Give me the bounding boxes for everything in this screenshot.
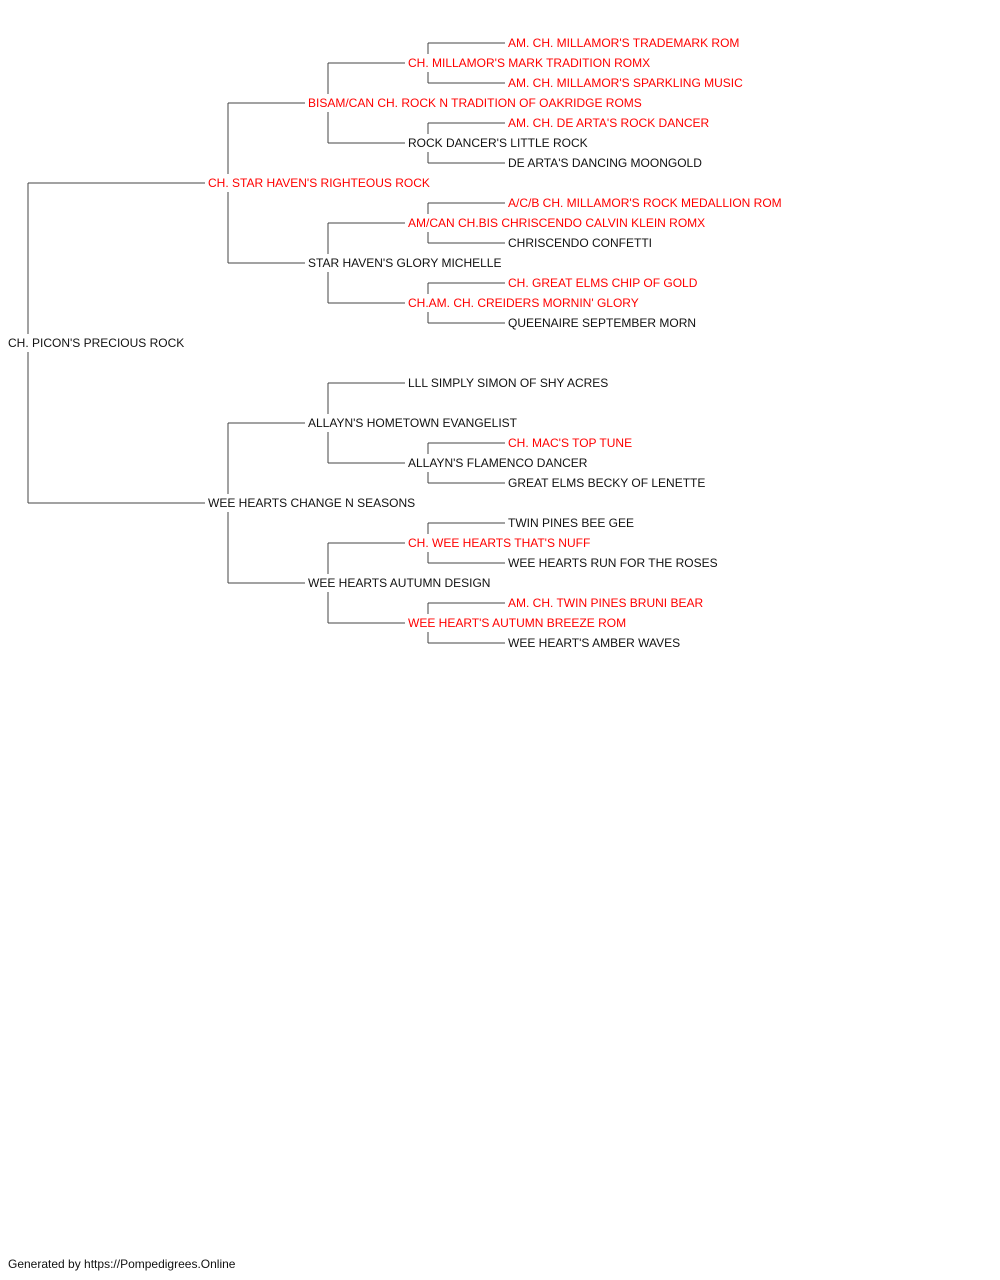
ancestor-sire-sire-sire-sire: AM. CH. MILLAMOR'S TRADEMARK ROM (508, 36, 740, 50)
ancestor-sire-sire-dam-dam: DE ARTA'S DANCING MOONGOLD (508, 156, 702, 170)
ancestor-dam-dam: WEE HEARTS AUTUMN DESIGN (308, 576, 491, 590)
ancestor-dam-sire-dam-dam: GREAT ELMS BECKY OF LENETTE (508, 476, 706, 490)
ancestor-sire-sire-sire: CH. MILLAMOR'S MARK TRADITION ROMX (408, 56, 651, 70)
ancestor-sire-sire: BISAM/CAN CH. ROCK N TRADITION OF OAKRID… (308, 96, 642, 110)
ancestor-dam-dam-sire-sire: TWIN PINES BEE GEE (508, 516, 635, 530)
ancestor-sire-dam-dam-dam: QUEENAIRE SEPTEMBER MORN (508, 316, 697, 330)
ancestor-dam: WEE HEARTS CHANGE N SEASONS (208, 496, 416, 510)
ancestor-dam-dam-sire: CH. WEE HEARTS THAT'S NUFF (408, 536, 591, 550)
ancestor-dam-sire-sire: LLL SIMPLY SIMON OF SHY ACRES (408, 376, 609, 390)
ancestor-sire-dam-dam: CH.AM. CH. CREIDERS MORNIN' GLORY (408, 296, 639, 310)
ancestor-dam-dam-dam-dam: WEE HEART'S AMBER WAVES (508, 636, 681, 650)
ancestor-dam-dam-sire-dam: WEE HEARTS RUN FOR THE ROSES (508, 556, 718, 570)
ancestor-dam-dam-dam-sire: AM. CH. TWIN PINES BRUNI BEAR (508, 596, 704, 610)
ancestor-sire-dam-sire: AM/CAN CH.BIS CHRISCENDO CALVIN KLEIN RO… (408, 216, 706, 230)
ancestor-sire-dam-sire-sire: A/C/B CH. MILLAMOR'S ROCK MEDALLION ROM (508, 196, 782, 210)
ancestor-sire-dam-sire-dam: CHRISCENDO CONFETTI (508, 236, 652, 250)
footer-credit: Generated by https://Pompedigrees.Online (8, 1257, 236, 1271)
ancestor-sire-sire-dam: ROCK DANCER'S LITTLE ROCK (408, 136, 588, 150)
ancestor-dam-dam-dam: WEE HEART'S AUTUMN BREEZE ROM (408, 616, 627, 630)
ancestor-sire: CH. STAR HAVEN'S RIGHTEOUS ROCK (208, 176, 430, 190)
ancestor-dam-sire-dam: ALLAYN'S FLAMENCO DANCER (408, 456, 588, 470)
ancestor-sire-sire-dam-sire: AM. CH. DE ARTA'S ROCK DANCER (508, 116, 710, 130)
ancestor-dam-sire: ALLAYN'S HOMETOWN EVANGELIST (308, 416, 518, 430)
ancestor-sire-dam-dam-sire: CH. GREAT ELMS CHIP OF GOLD (508, 276, 698, 290)
ancestor-dam-sire-dam-sire: CH. MAC'S TOP TUNE (508, 436, 633, 450)
subject-dog: CH. PICON'S PRECIOUS ROCK (8, 336, 185, 350)
ancestor-sire-dam: STAR HAVEN'S GLORY MICHELLE (308, 256, 502, 270)
ancestor-sire-sire-sire-dam: AM. CH. MILLAMOR'S SPARKLING MUSIC (508, 76, 743, 90)
